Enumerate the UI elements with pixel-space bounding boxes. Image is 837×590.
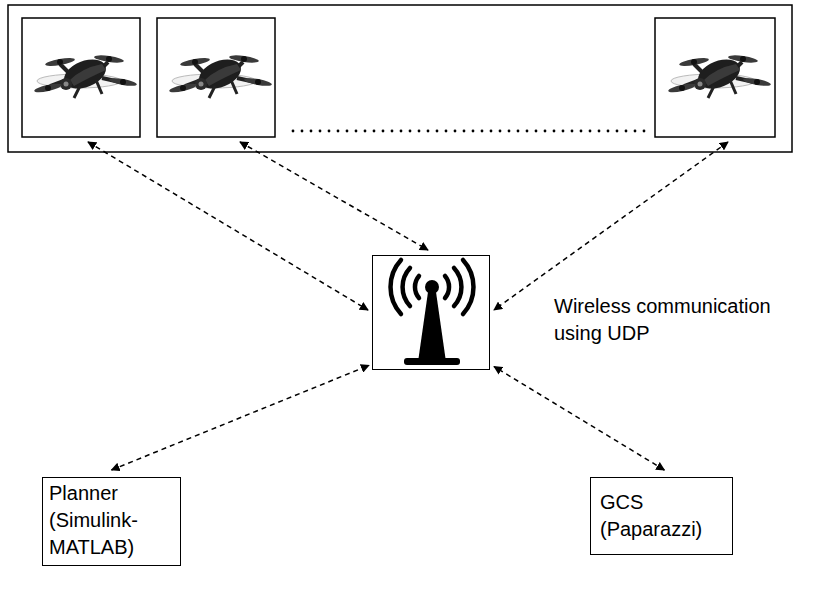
drone-link (88, 142, 728, 310)
ellipsis-dots (292, 130, 646, 133)
link-label: Wireless communication using UDP (554, 293, 799, 347)
antenna-icon (391, 260, 474, 365)
drone-box (22, 18, 140, 137)
drone-box (157, 18, 275, 137)
dashed-link (494, 367, 664, 470)
drone-group-frame (8, 5, 792, 152)
node-label: Planner (Simulink- MATLAB) (43, 478, 179, 565)
antenna-box: Wireless communication using UDP (372, 255, 490, 370)
dashed-link (112, 365, 370, 470)
node-label: GCS (Paparazzi) (591, 478, 730, 547)
gcs-box: GCS (Paparazzi) (590, 477, 733, 555)
planner-box: Planner (Simulink- MATLAB) (42, 477, 181, 566)
drone-box (655, 18, 775, 137)
